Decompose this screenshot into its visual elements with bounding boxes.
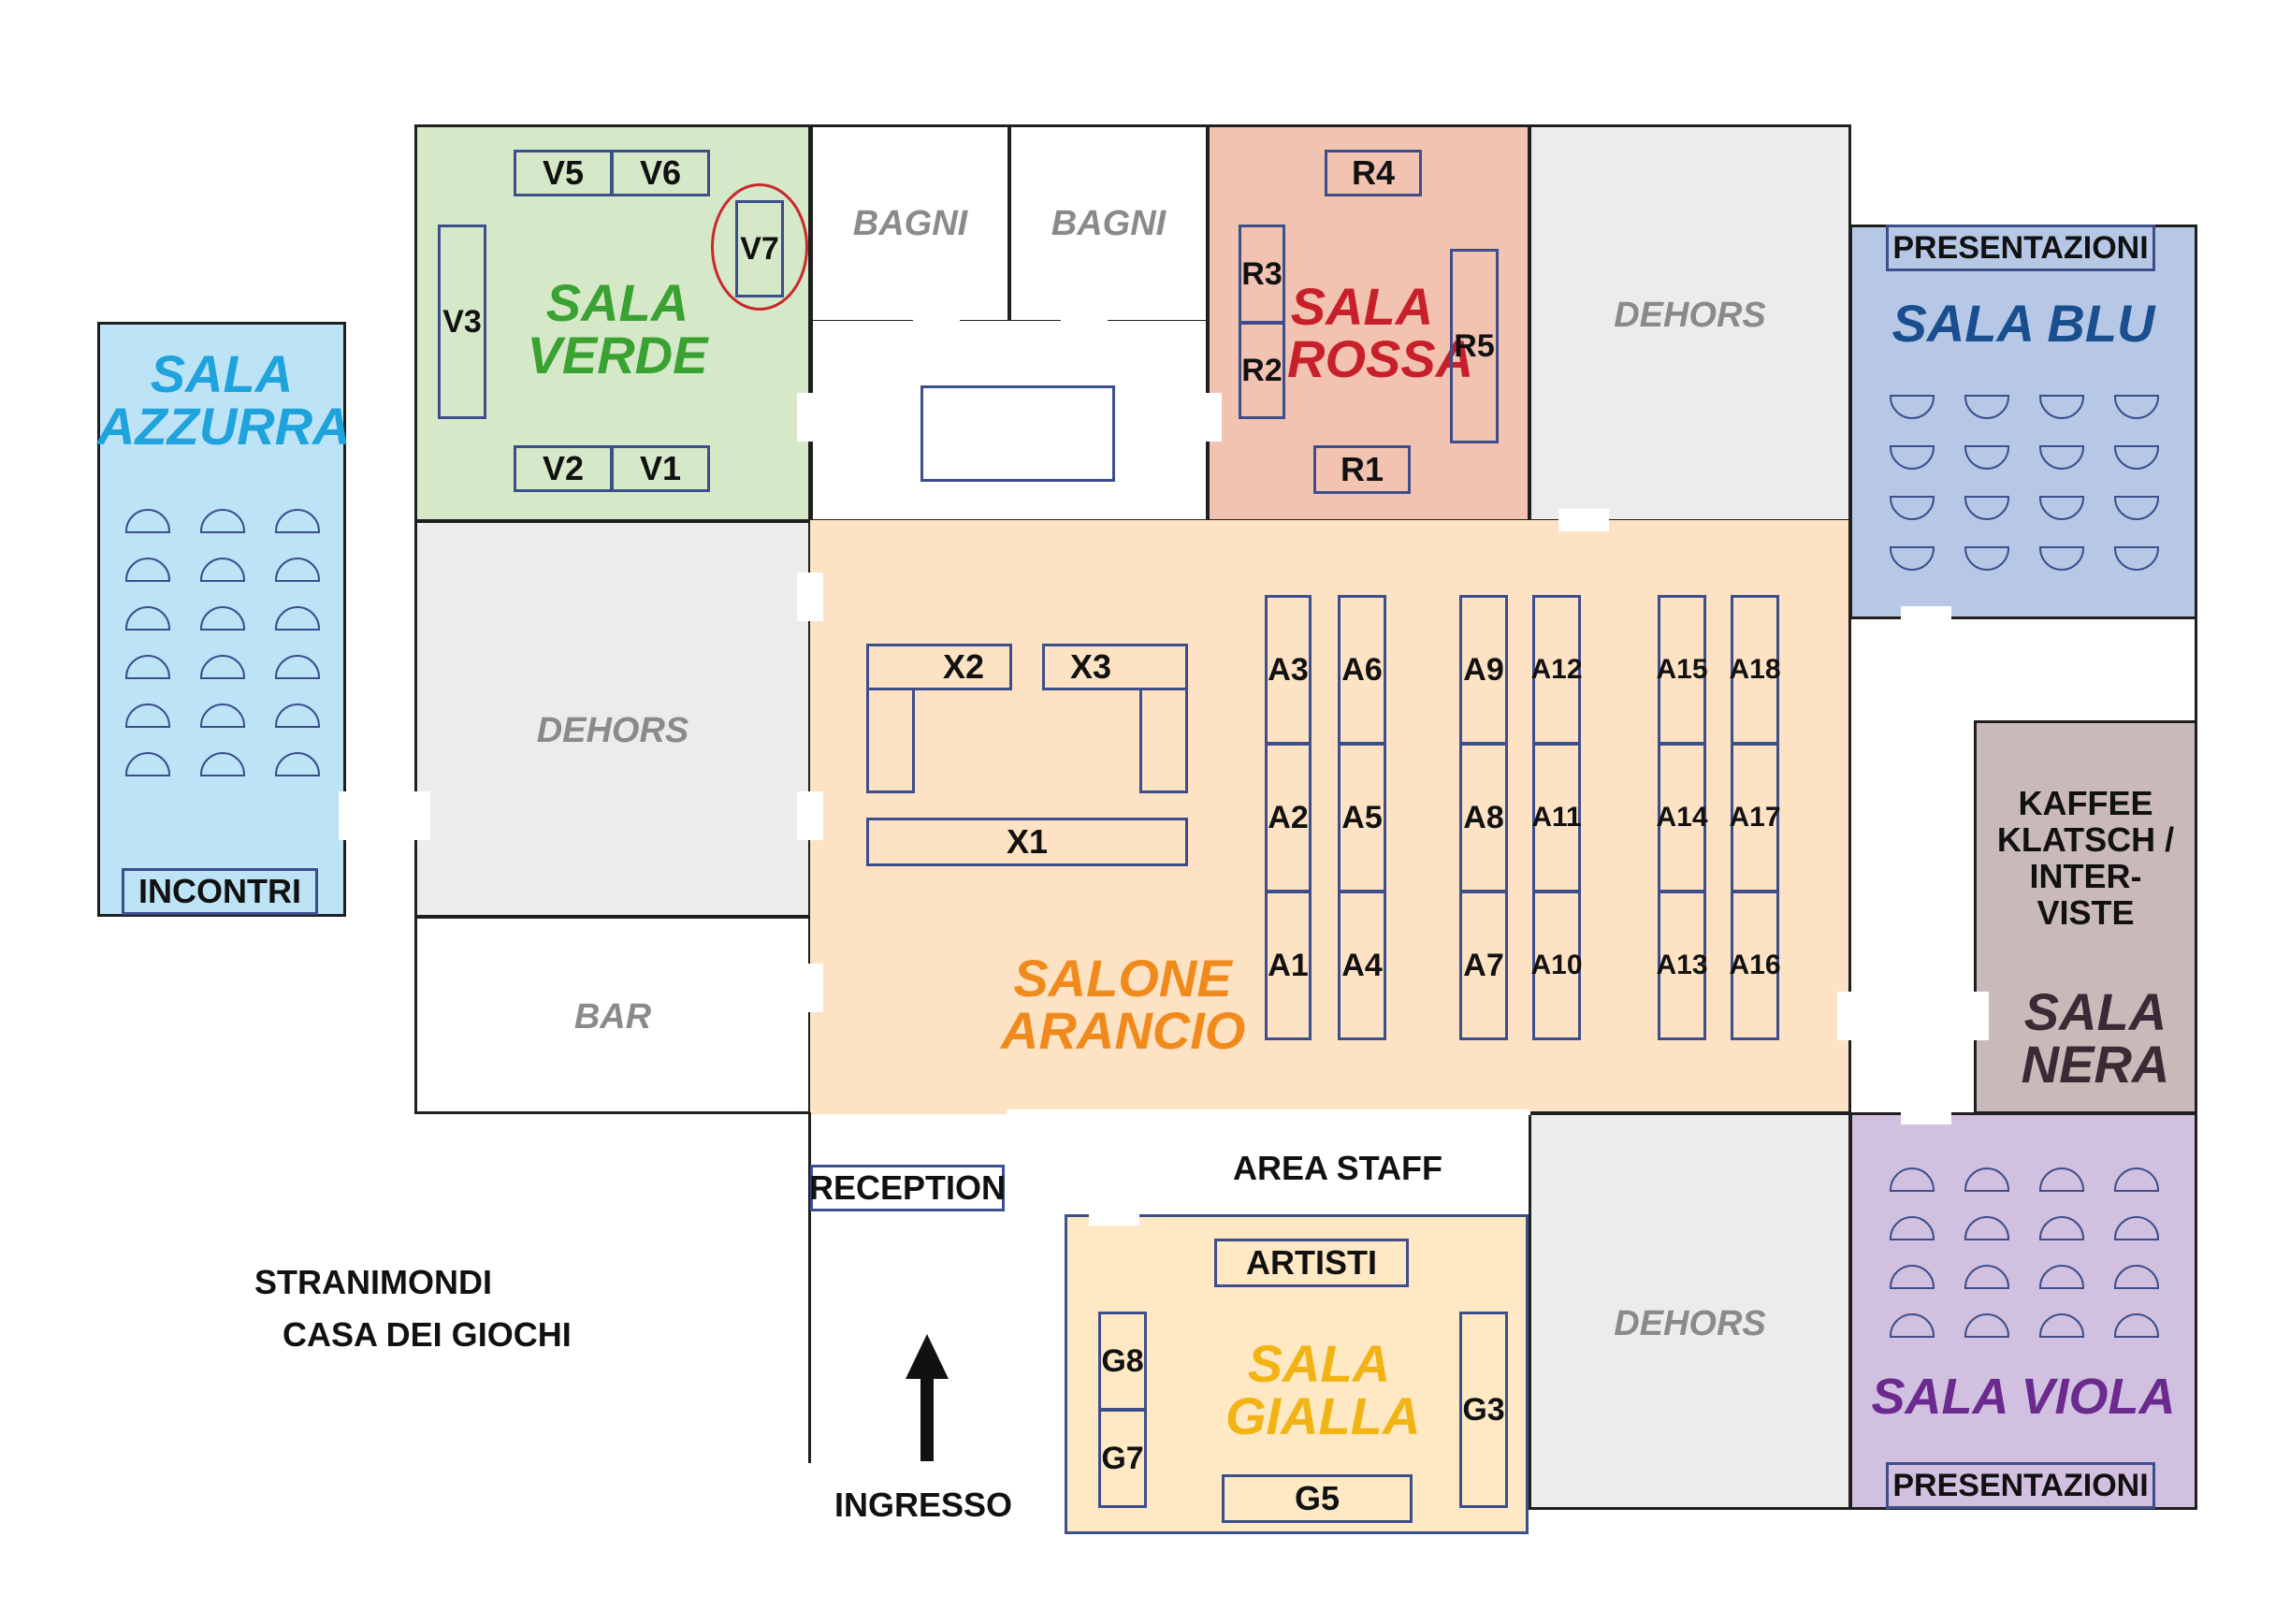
sala-azzurra-title: SALA AZZURRA	[97, 344, 351, 456]
stand-a18[interactable]: A18	[1729, 595, 1781, 745]
bar	[414, 916, 811, 1114]
stand-v6[interactable]: V6	[611, 150, 710, 196]
ingresso-label: INGRESSO	[834, 1486, 1013, 1524]
presentazioni-tag[interactable]: PRESENTAZIONI	[1886, 1462, 2155, 1509]
dehors-label: DEHORS	[536, 711, 689, 750]
stand-a11[interactable]: A11	[1531, 743, 1582, 892]
stand-a9[interactable]: A9	[1459, 595, 1508, 745]
arrow-up-icon	[906, 1334, 949, 1461]
stand-g8[interactable]: G8	[1098, 1312, 1147, 1411]
stranimondi-label: STRANIMONDI	[254, 1263, 492, 1301]
sala-verde-title: SALA VERDE	[527, 273, 708, 384]
kaffee-klatsch-label: KAFFEE KLATSCH / INTER- VISTE	[1996, 784, 2175, 932]
highlight-circle	[711, 183, 808, 311]
salone-arancio-title: SALONE ARANCIO	[1001, 949, 1246, 1060]
bar-label: BAR	[573, 997, 652, 1037]
stand-a5[interactable]: A5	[1338, 743, 1386, 892]
stand-a8[interactable]: A8	[1459, 743, 1508, 892]
door	[797, 573, 823, 621]
stand-a3[interactable]: A3	[1265, 595, 1312, 745]
stand-a4[interactable]: A4	[1338, 891, 1386, 1040]
door	[1837, 992, 1863, 1040]
stand-r5[interactable]: R5	[1450, 249, 1499, 443]
door	[1089, 1203, 1139, 1225]
door	[1901, 1100, 1951, 1124]
dehors-bottom	[1529, 1112, 1851, 1510]
area-staff-label: AREA STAFF	[1233, 1149, 1442, 1187]
door	[797, 393, 823, 442]
stand-v1[interactable]: V1	[611, 445, 710, 492]
dehors-top	[1529, 124, 1851, 522]
stand-a6[interactable]: A6	[1338, 595, 1386, 745]
stand-a1[interactable]: A1	[1265, 891, 1312, 1040]
stand-g3[interactable]: G3	[1459, 1312, 1508, 1508]
sala-blu-title: SALA BLU	[1891, 294, 2155, 353]
stand-a14[interactable]: A14	[1656, 743, 1708, 892]
door	[1558, 509, 1609, 531]
door	[1061, 318, 1108, 326]
stand-x1[interactable]: X1	[866, 818, 1188, 866]
entrance-wall	[808, 1112, 811, 1463]
door	[410, 791, 430, 840]
stand-x2-label: X2	[942, 647, 985, 686]
bagni-label: BAGNI	[1051, 204, 1167, 243]
stand-r4[interactable]: R4	[1325, 150, 1422, 196]
incontri-tag[interactable]: INCONTRI	[122, 868, 318, 915]
stand-a16[interactable]: A16	[1729, 891, 1781, 1040]
stand-a12[interactable]: A12	[1530, 595, 1583, 745]
sala-rossa-title: SALA ROSSA	[1287, 277, 1474, 388]
salone-arancio-right-border	[1848, 520, 1851, 1114]
sala-nera-title: SALA NERA	[2021, 982, 2170, 1094]
dehors-label: DEHORS	[1614, 1304, 1766, 1343]
stand-a13[interactable]: A13	[1656, 891, 1708, 1040]
sala-viola-title: SALA VIOLA	[1871, 1369, 2176, 1425]
stand-r3[interactable]: R3	[1239, 225, 1285, 324]
stand-g5[interactable]: G5	[1222, 1474, 1413, 1523]
corridor-right-top	[2195, 617, 2197, 722]
door	[346, 801, 410, 833]
stand-a2[interactable]: A2	[1265, 743, 1312, 892]
door	[1196, 393, 1222, 442]
stand-v2[interactable]: V2	[514, 445, 613, 492]
door	[1901, 606, 1951, 631]
stand-x3[interactable]: X3	[1042, 644, 1188, 793]
stand-a10[interactable]: A10	[1530, 891, 1583, 1040]
artisti-tag[interactable]: ARTISTI	[1214, 1239, 1409, 1287]
dehors-label: DEHORS	[1614, 296, 1766, 335]
door	[797, 964, 823, 1012]
casa-dei-giochi-label: CASA DEI GIOCHI	[283, 1315, 572, 1354]
door	[1963, 992, 1989, 1040]
door	[797, 791, 823, 840]
stand-a15[interactable]: A15	[1656, 595, 1708, 745]
door	[1007, 1109, 1530, 1115]
stand-x2[interactable]: X2	[866, 644, 1012, 793]
salone-arancio	[810, 520, 1851, 1114]
bagni-label: BAGNI	[852, 204, 968, 243]
reception-desk-top	[920, 385, 1115, 482]
presentazioni-tag[interactable]: PRESENTAZIONI	[1886, 225, 2155, 271]
stand-g7[interactable]: G7	[1098, 1409, 1147, 1508]
stand-v5[interactable]: V5	[514, 150, 613, 196]
sala-gialla	[1065, 1214, 1529, 1534]
stand-r1[interactable]: R1	[1313, 445, 1411, 494]
stand-a7[interactable]: A7	[1459, 891, 1508, 1040]
dehors-left	[414, 520, 811, 918]
stand-r2[interactable]: R2	[1239, 322, 1285, 419]
door	[913, 318, 960, 326]
sala-gialla-title: SALA GIALLA	[1225, 1334, 1421, 1445]
reception-tag[interactable]: RECEPTION	[809, 1165, 1006, 1211]
stand-a17[interactable]: A17	[1729, 743, 1781, 892]
stand-v3[interactable]: V3	[438, 225, 486, 419]
stand-x3-label: X3	[1069, 647, 1112, 686]
